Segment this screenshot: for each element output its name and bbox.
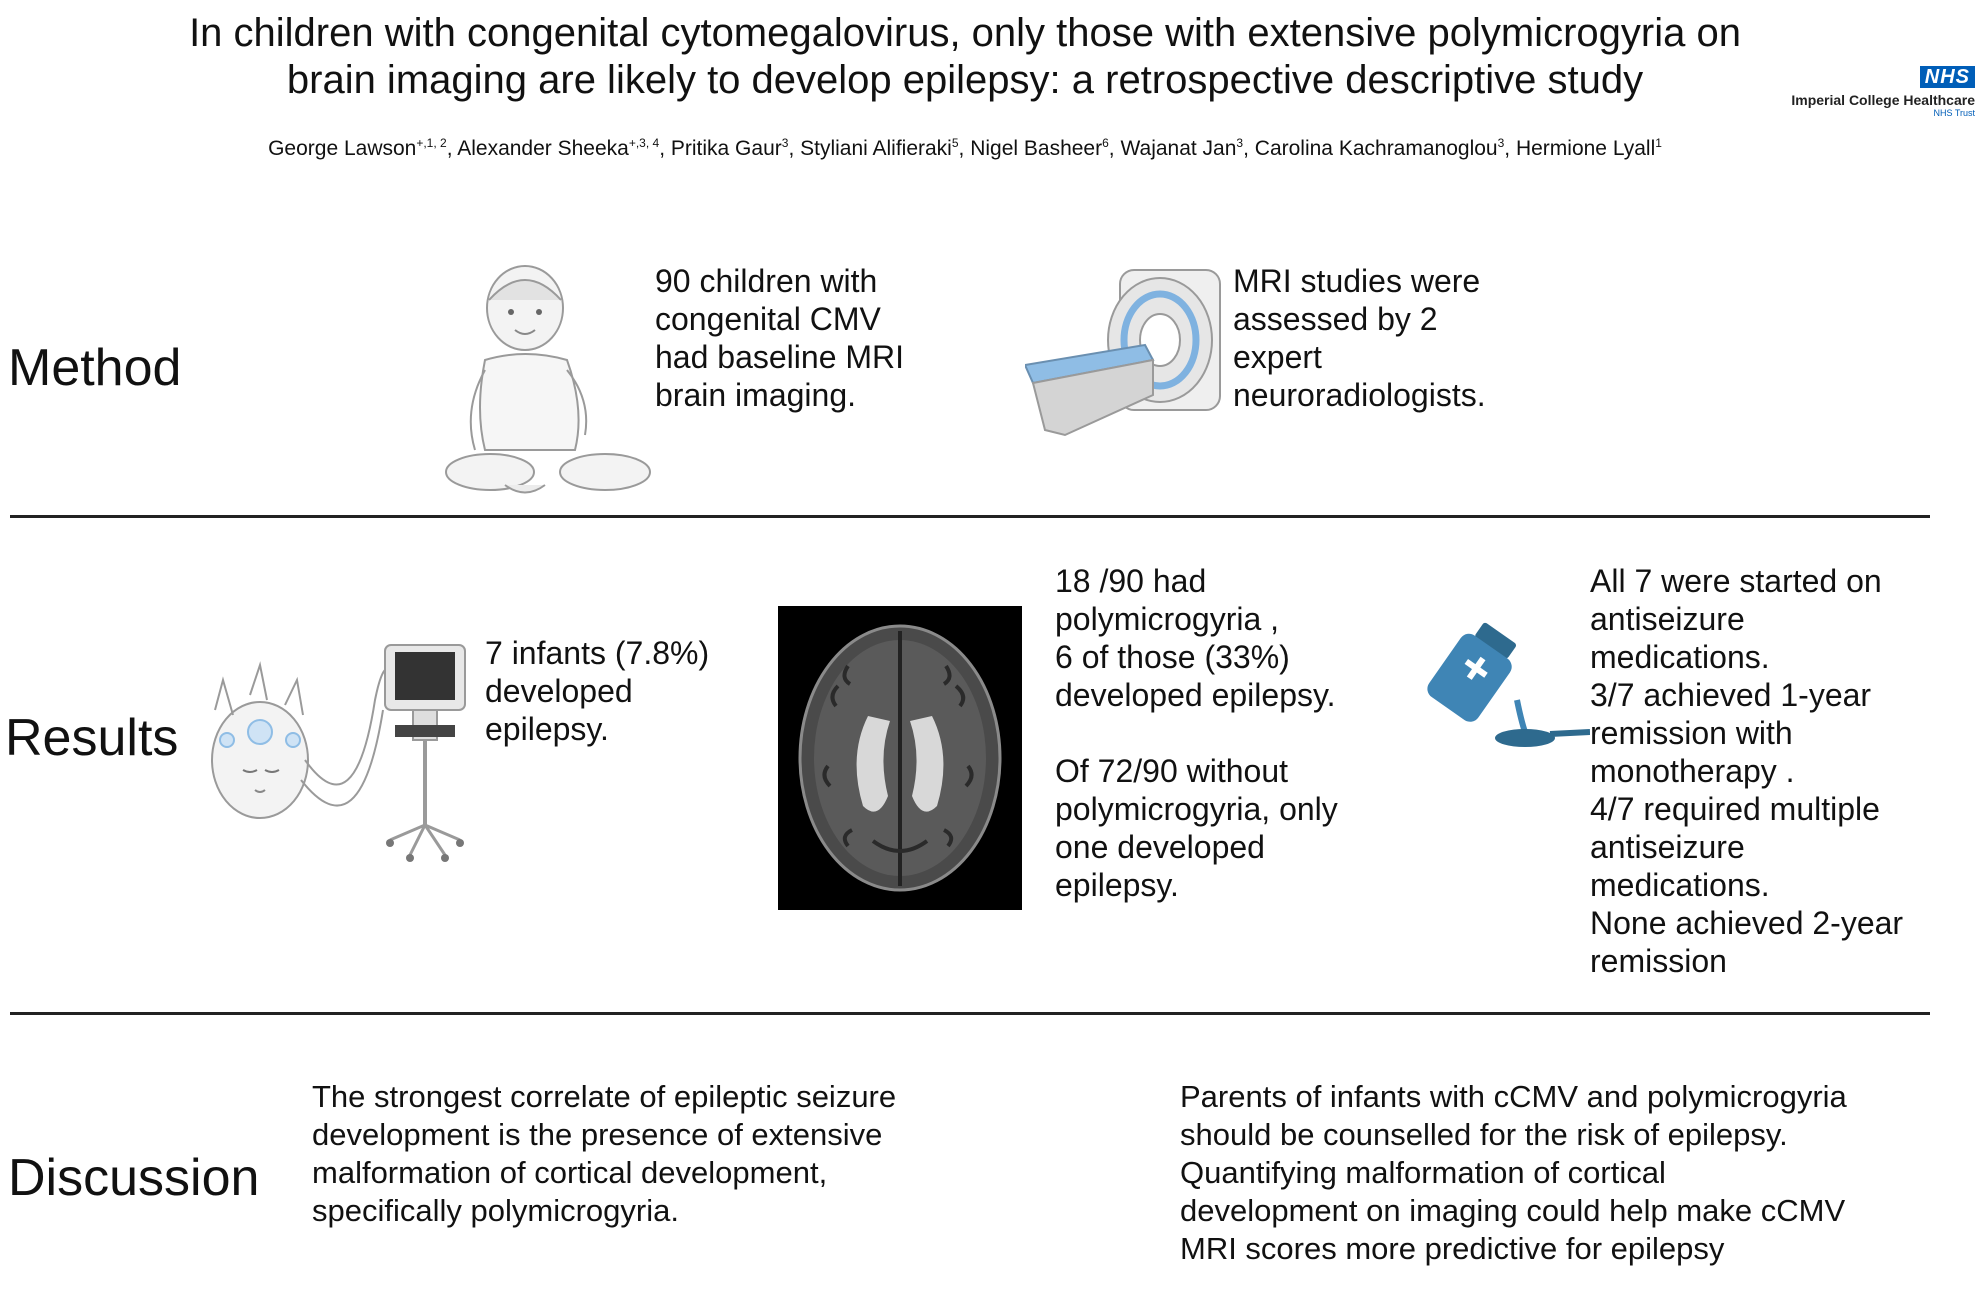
logo-org-name: Imperial College Healthcare bbox=[1791, 92, 1975, 108]
author: Pritika Gaur bbox=[670, 137, 782, 160]
medicine-bottle-icon bbox=[1427, 622, 1590, 747]
author: Wajanat Jan bbox=[1120, 137, 1237, 160]
author-affiliation: +,1, 2 bbox=[416, 136, 447, 150]
discussion-text-2: Parents of infants with cCMV and polymic… bbox=[1180, 1079, 1847, 1266]
author-affiliation: 3 bbox=[1497, 136, 1505, 150]
results-label: Results bbox=[5, 709, 179, 767]
method-label: Method bbox=[8, 339, 182, 397]
brain-mri-image bbox=[778, 606, 1022, 910]
title-line-1: In children with congenital cytomegalovi… bbox=[189, 11, 1741, 55]
results-text-2: 18 /90 had polymicrogyria , 6 of those (… bbox=[1055, 563, 1338, 903]
results-text-1: 7 infants (7.8%) developed epilepsy. bbox=[485, 635, 710, 747]
title-line-2: brain imaging are likely to develop epil… bbox=[286, 58, 1644, 102]
author: George Lawson bbox=[268, 137, 417, 160]
author-list: George Lawson+,1, 2, Alexander Sheeka+,3… bbox=[268, 136, 1662, 160]
poster-title: In children with congenital cytomegalovi… bbox=[60, 10, 1870, 104]
author-affiliation: 5 bbox=[951, 136, 959, 150]
method-text-2: MRI studies were assessed by 2 expert ne… bbox=[1233, 263, 1486, 413]
divider-method-results bbox=[10, 515, 1930, 518]
author: Carolina Kachramanoglou bbox=[1254, 137, 1498, 160]
baby-icon bbox=[445, 265, 651, 494]
author-affiliation: 1 bbox=[1655, 136, 1662, 150]
author-affiliation: 6 bbox=[1102, 136, 1109, 150]
author: Alexander Sheeka bbox=[457, 137, 629, 160]
author-affiliation: +,3, 4 bbox=[628, 136, 660, 150]
author: Styliani Alifieraki bbox=[800, 137, 952, 160]
method-text-1: 90 children with congenital CMV had base… bbox=[655, 263, 905, 413]
mri-scanner-icon bbox=[1025, 269, 1221, 437]
divider-results-discussion bbox=[10, 1012, 1930, 1015]
logo-trust-name: NHS Trust bbox=[1933, 108, 1975, 118]
eeg-monitor-icon bbox=[211, 644, 466, 862]
author: Nigel Basheer bbox=[970, 137, 1103, 160]
discussion-text-1: The strongest correlate of epileptic sei… bbox=[312, 1079, 897, 1228]
results-text-3: All 7 were started on antiseizure medica… bbox=[1590, 563, 1904, 979]
author-affiliation: 3 bbox=[1236, 136, 1244, 150]
discussion-label: Discussion bbox=[8, 1149, 260, 1207]
nhs-logo: NHS Imperial College Healthcare NHS Trus… bbox=[1760, 66, 1975, 118]
nhs-logo-mark: NHS bbox=[1919, 66, 1975, 88]
author-affiliation: 3 bbox=[781, 136, 789, 150]
author: Hermione Lyall bbox=[1515, 137, 1656, 160]
